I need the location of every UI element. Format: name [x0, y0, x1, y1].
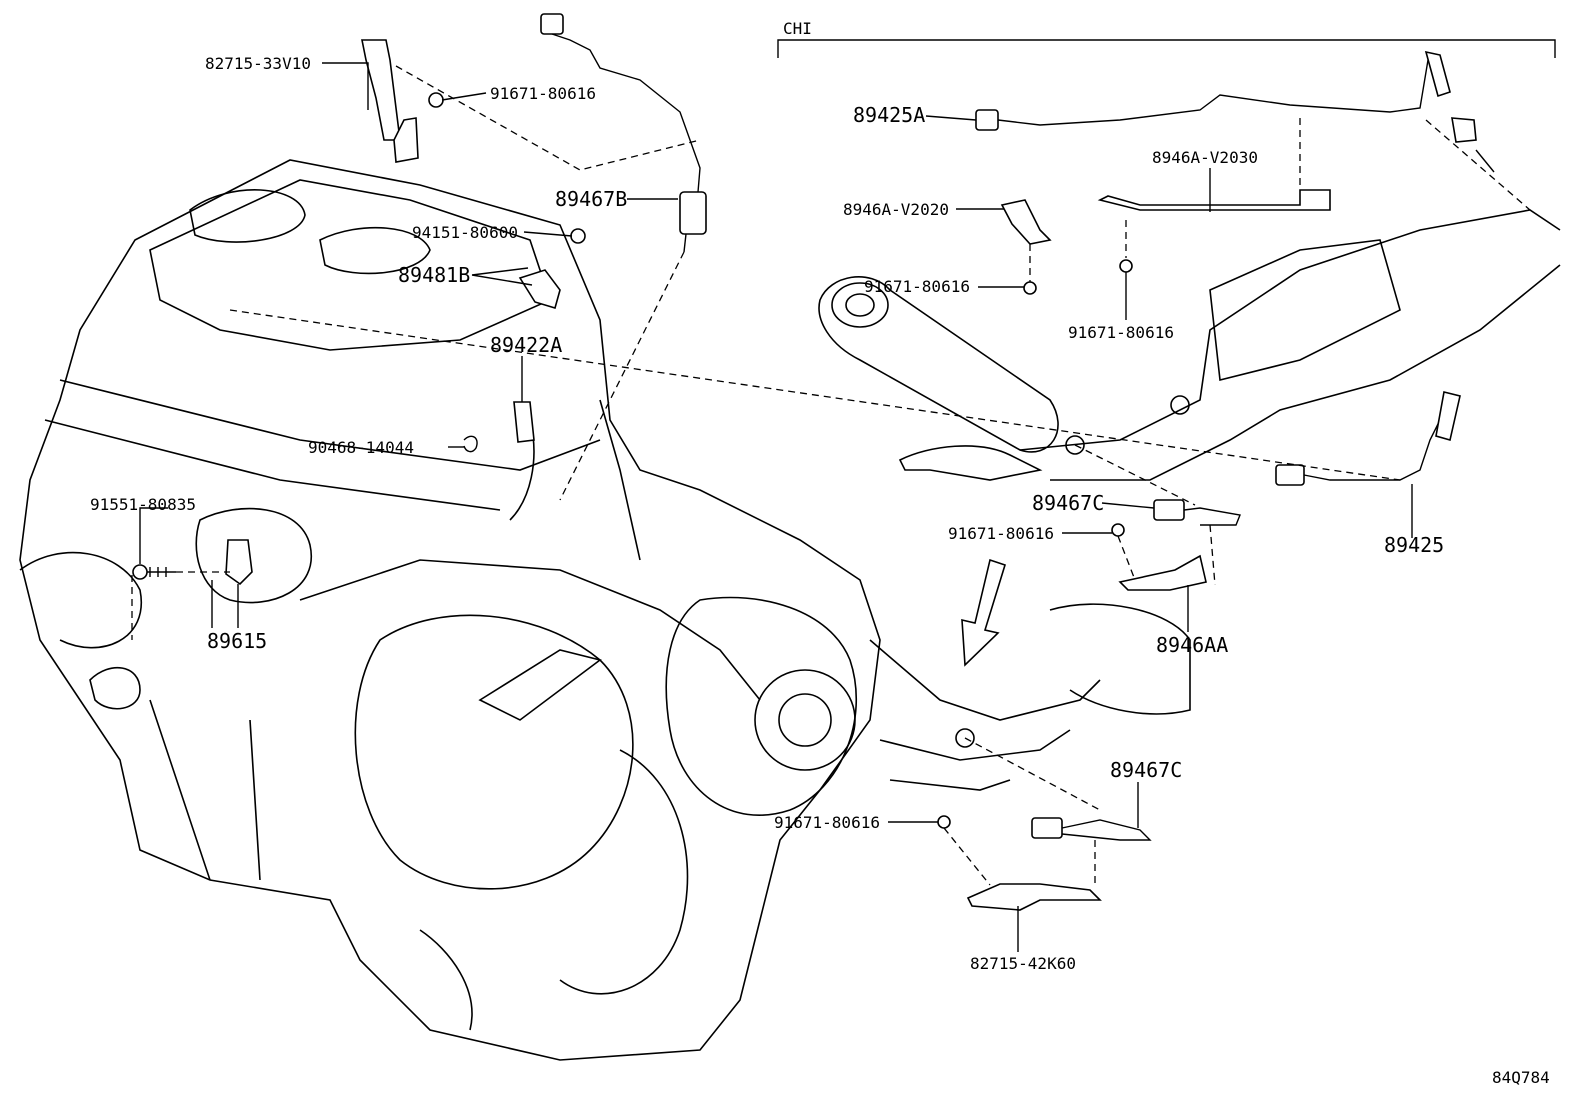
label-91671-80616-c: 91671-80616: [1068, 323, 1174, 342]
part-8946aa-bracket: [1118, 554, 1207, 591]
label-8946a-v2020: 8946A-V2020: [843, 200, 949, 219]
label-91671-80616-d: 91671-80616: [948, 524, 1054, 543]
label-89481b: 89481B: [398, 263, 470, 287]
part-91671-80616-e: [937, 815, 951, 829]
label-91671-80616-e: 91671-80616: [774, 813, 880, 832]
front-direction-arrow: [961, 558, 1006, 667]
label-89467c-a: 89467C: [1032, 491, 1104, 515]
diagram-code: 84Q784: [1492, 1068, 1550, 1087]
part-91551-80835-bolt: [132, 564, 176, 580]
label-89422a: 89422A: [490, 333, 562, 357]
leader-lines: [139, 62, 1413, 952]
label-8946a-v2030: 8946A-V2030: [1152, 148, 1258, 167]
part-89467b-sensor: [540, 13, 707, 253]
label-91671-80616-a: 91671-80616: [490, 84, 596, 103]
label-89615: 89615: [207, 629, 267, 653]
part-89615-sensor: [225, 539, 253, 586]
part-89467c-sensor-a: [1153, 499, 1241, 526]
part-89481b: [518, 269, 561, 310]
part-89422a-sensor: [513, 401, 535, 443]
part-91671-80616-d: [1111, 523, 1125, 537]
part-91671-80616-c: [1119, 259, 1133, 273]
label-89467b: 89467B: [555, 187, 627, 211]
part-labels: 82715-33V10 91671-80616 89467B 94151-806…: [90, 54, 1444, 973]
part-89425a-sensor: [975, 50, 1495, 173]
label-90468-14044: 90468-14044: [308, 438, 414, 457]
label-91551-80835: 91551-80835: [90, 495, 196, 514]
relation-lines: [131, 65, 1531, 888]
part-89467c-sensor-b: [1031, 817, 1152, 841]
label-89425: 89425: [1384, 533, 1444, 557]
label-91671-80616-b: 91671-80616: [864, 277, 970, 296]
region-tag: CHI: [783, 19, 812, 38]
label-8946aa: 8946AA: [1156, 633, 1228, 657]
label-82715-42k60: 82715-42K60: [970, 954, 1076, 973]
part-82715-33v10: [361, 39, 419, 163]
part-94151-80600: [570, 228, 586, 244]
label-89467c-b: 89467C: [1110, 758, 1182, 782]
part-90468-14044-clip: [463, 435, 478, 453]
exhaust-assembly: [818, 209, 1561, 791]
part-89425-sensor: [1275, 391, 1461, 486]
region-bracket: [777, 39, 1556, 58]
part-8946a-v2020-bracket: [1000, 199, 1052, 245]
part-91671-80616-a: [428, 92, 444, 108]
label-94151-80600: 94151-80600: [412, 223, 518, 242]
label-82715-33v10: 82715-33V10: [205, 54, 311, 73]
part-82715-42k60-bracket: [966, 883, 1102, 911]
part-91671-80616-b: [1023, 281, 1037, 295]
label-89425a: 89425A: [853, 103, 925, 127]
engine-assembly: [19, 159, 881, 1061]
part-8946a-v2030-bracket: [1097, 189, 1331, 211]
